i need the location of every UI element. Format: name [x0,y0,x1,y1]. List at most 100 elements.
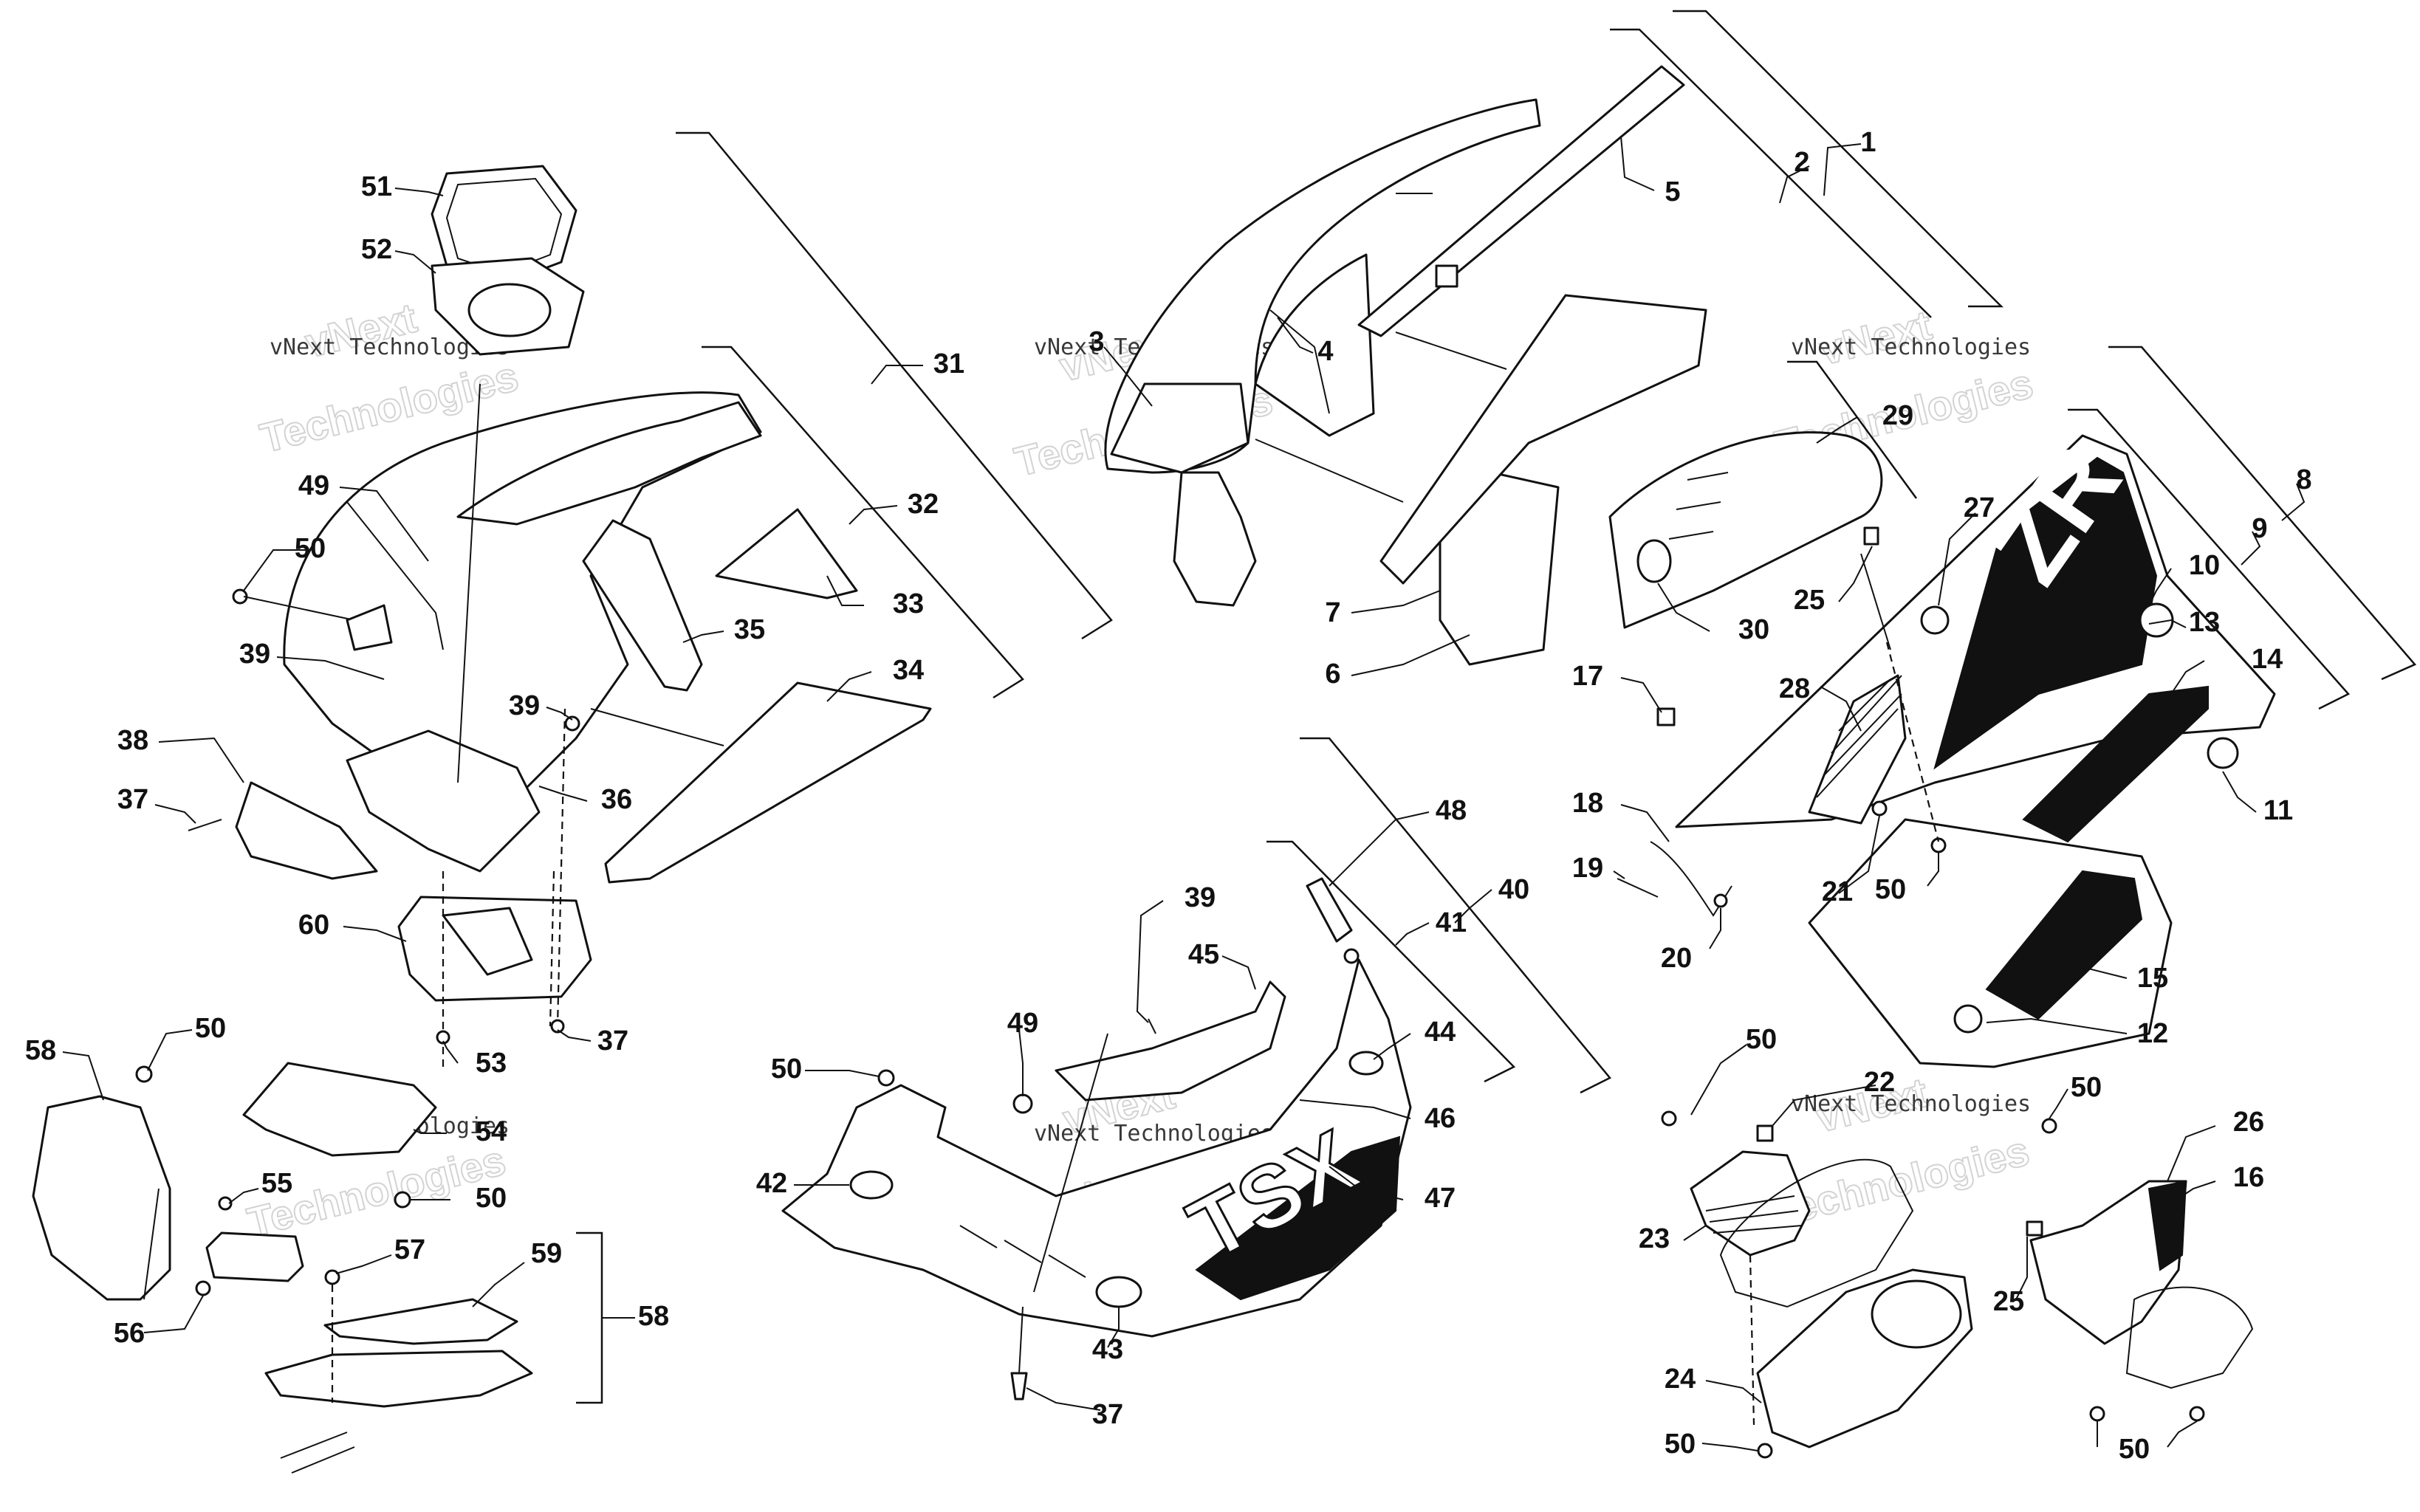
screw-57 [324,1269,340,1285]
leader-1 [1823,143,1862,196]
leader-15 [2060,959,2128,979]
console-assembly [188,165,932,1071]
leader-20 [1709,908,1721,949]
leader-12 [1986,1017,2128,1034]
callout-4: 4 [1317,336,1333,367]
screw-50-side-c [2189,1406,2205,1422]
callout-50-g: 50 [2071,1072,2102,1103]
callout-39-c: 39 [1185,882,1216,913]
clip-25-top [1863,526,1879,546]
leader-35 [682,630,724,643]
leader-33 [826,575,864,606]
leader-lines [62,136,2306,1451]
leader-56 [143,1295,204,1333]
bracket-32 [702,346,1024,699]
callout-16: 16 [2233,1162,2264,1193]
leader-60 [343,926,407,942]
callout-54: 54 [476,1116,507,1147]
leader-27 [1938,512,1976,606]
tsx-decal-black [1195,1135,1401,1301]
leader-9 [2241,531,2261,566]
screw-50-side-b [2089,1406,2105,1422]
callout-46: 46 [1425,1103,1456,1134]
clip-25-lower [2026,1220,2043,1237]
bracket-39-console [346,604,393,651]
callout-20: 20 [1661,943,1692,974]
leader-26 [2167,1125,2216,1182]
leader-17 [1620,677,1662,713]
callout-51: 51 [361,171,392,202]
screw-50-bracket-r [1661,1110,1677,1127]
lower-left-parts [32,1062,533,1474]
callout-49-a: 49 [298,470,329,501]
leader-57 [335,1254,392,1274]
callout-52: 52 [361,234,392,265]
leader-7 [1351,590,1441,614]
gauge-mount-line [457,383,481,783]
callout-37-c: 37 [1092,1399,1123,1430]
leader-50n [1927,853,1939,887]
screw-37-a [550,1019,565,1034]
leader-16 [2181,1181,2216,1197]
screw-50-bracket [394,1191,411,1209]
callout-50-b: 50 [195,1013,226,1044]
leader-22 [1772,1085,1876,1127]
leader-37a [154,804,196,824]
callout-53: 53 [476,1048,507,1079]
callout-7: 7 [1325,597,1340,628]
callout-48: 48 [1436,795,1467,826]
connector-19 [1617,878,1659,898]
hood-inner [1254,253,1375,437]
base-57-foot [280,1432,355,1474]
nose-lower-decal [1985,870,2143,1020]
leader-36 [538,786,588,802]
leader-39b [276,656,385,680]
callout-60: 60 [298,910,329,941]
leader-34 [826,671,872,702]
belly-pan-assembly: TSX [781,877,1412,1401]
badge-11 [2207,737,2239,769]
intake-duct-opening [1871,1279,1962,1349]
watermark-name-text: vNext Technologies [1791,1091,2031,1117]
decal-26 [2148,1180,2187,1271]
callout-19: 19 [1572,853,1603,884]
mesh-grid-lines [1816,675,1902,798]
callout-13: 13 [2189,607,2220,638]
bracket-48 [1306,877,1353,943]
screw-37-b-shaft [188,819,222,831]
callout-37-a: 37 [117,784,148,815]
callout-25-lower: 25 [1993,1286,2024,1317]
callout-47: 47 [1425,1183,1456,1214]
leader-50d [805,1070,880,1077]
leader-25b [2015,1237,2028,1300]
foam-44 [1348,1051,1384,1076]
leader-47 [1329,1166,1404,1200]
nose-guide-dash [1885,642,1940,842]
leader-50e [1690,1044,1747,1116]
callout-56: 56 [114,1318,145,1349]
hood-clip-4 [1269,309,1330,414]
clip-22 [1756,1124,1774,1142]
callout-50-i: 50 [1665,1429,1696,1460]
leader-50a [243,549,306,591]
leader-4 [1277,317,1314,354]
leader-59 [472,1262,525,1307]
callout-42: 42 [756,1168,787,1199]
callout-50-c: 50 [476,1183,507,1214]
leader-50g [2049,1088,2068,1119]
screw-path-37 [549,870,555,1027]
leader-2 [1779,165,1810,204]
callout-30: 30 [1738,614,1769,645]
callout-50-a: 50 [295,533,326,564]
callout-39-a: 39 [239,639,270,670]
screw-39-belly [1148,1018,1156,1034]
leader-18 [1620,804,1670,842]
leader-52 [394,250,436,274]
leader-31 [871,365,923,385]
callout-1: 1 [1860,127,1876,158]
bracket-9 [2068,408,2351,710]
callout-12: 12 [2137,1018,2168,1049]
nut-56 [195,1280,211,1296]
callout-14: 14 [2252,644,2283,675]
leader-49b [1018,1029,1024,1096]
